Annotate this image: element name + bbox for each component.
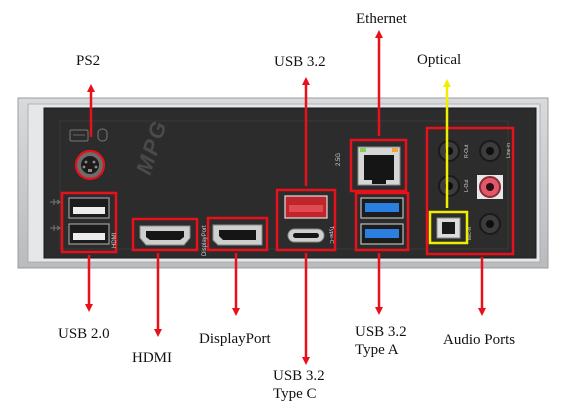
usb20-ports: [60, 191, 118, 254]
ps2-port: [74, 149, 106, 181]
optical-port: [428, 210, 469, 245]
audio-lout-marking: L-Out: [464, 179, 470, 192]
label-usb32-typea-line1: USB 3.2: [355, 324, 407, 340]
audio-linein-marking: Line-in: [506, 143, 512, 158]
audio-micin-marking: Mic-in: [467, 226, 473, 240]
hdmi-port: [131, 217, 199, 252]
label-usb32-typec-line1: USB 3.2: [273, 368, 325, 384]
hdmi-port-marking: HDMI: [112, 232, 118, 248]
ethernet-port: [349, 138, 408, 193]
displayport-port: [206, 216, 269, 252]
label-usb32-typea: USB 3.2 Type A: [355, 323, 407, 359]
keyboard-mouse-icon: [69, 128, 108, 142]
ethernet-speed-marking: 2.5G: [336, 153, 342, 166]
label-usb32-typec: USB 3.2 Type C: [273, 367, 325, 403]
label-audio-ports: Audio Ports: [443, 332, 516, 348]
label-usb32-typea-line2: Type A: [355, 342, 399, 358]
usb32-typec-port: [287, 228, 325, 243]
audio-rout-marking: R-Out: [464, 144, 470, 158]
audio-ports: [425, 126, 515, 256]
label-optical: Optical: [417, 52, 462, 68]
label-ethernet: Ethernet: [356, 11, 407, 27]
usb-symbol-icon: [50, 199, 61, 231]
typec-marking: Type-C: [328, 226, 334, 244]
usb32-red-port: [275, 188, 337, 252]
displayport-marking: DisplayPort: [202, 225, 208, 256]
label-usb20: USB 2.0: [58, 326, 110, 342]
label-displayport: DisplayPort: [199, 331, 271, 347]
callout-arrows: [85, 30, 486, 365]
label-ps2: PS2: [76, 53, 101, 69]
label-usb32-typec-line2: Type C: [273, 386, 317, 402]
label-usb32: USB 3.2: [274, 54, 326, 70]
usb32-typea-ports: [354, 191, 410, 252]
label-hdmi: HDMI: [132, 350, 172, 366]
